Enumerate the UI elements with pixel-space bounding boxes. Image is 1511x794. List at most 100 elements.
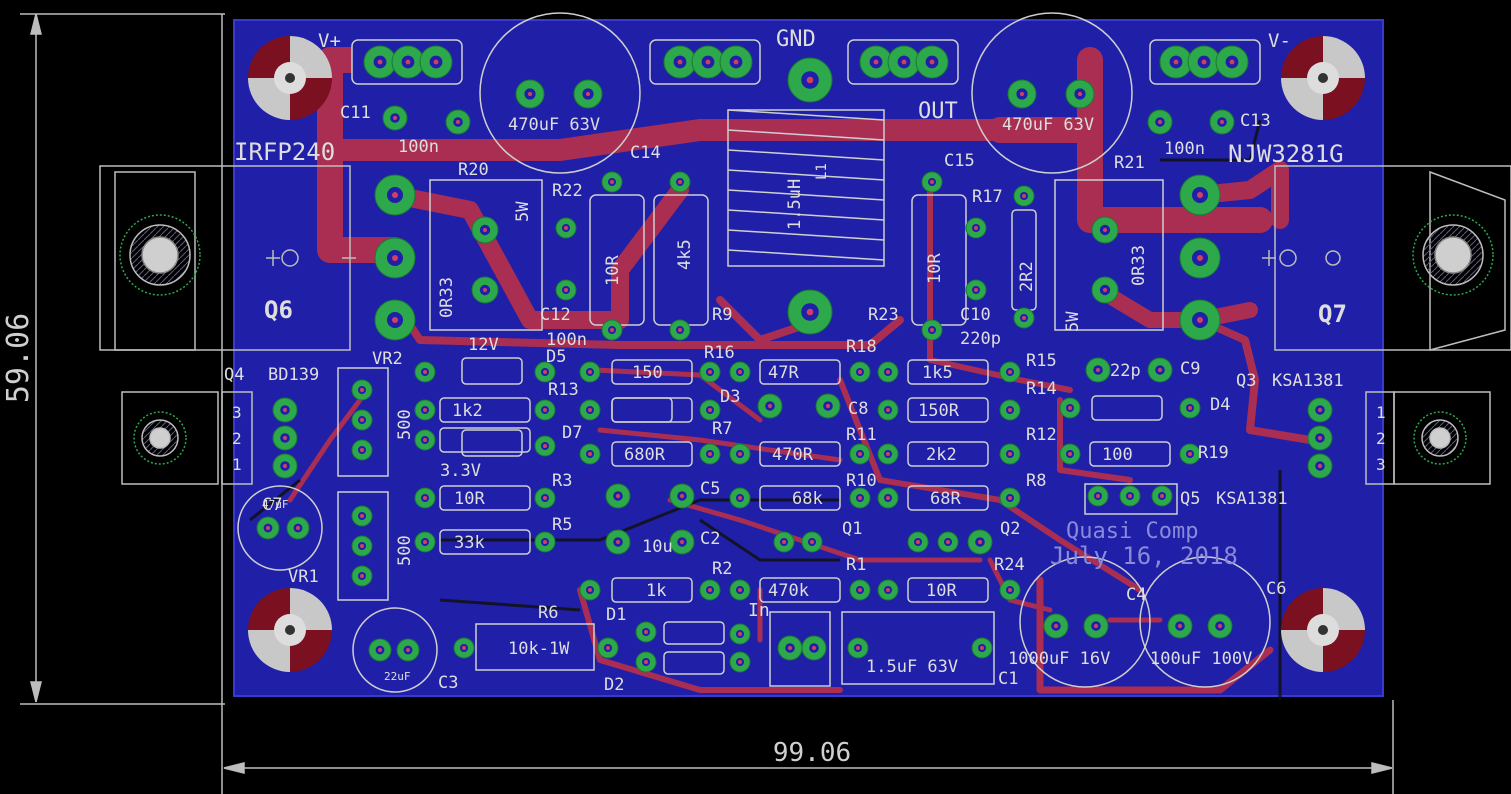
res-value-r9: 4k5 <box>675 239 695 270</box>
q6-part: IRFP240 <box>234 138 335 166</box>
pad <box>999 579 1021 601</box>
pad <box>877 579 899 601</box>
q5-name: Q5 <box>1180 489 1200 509</box>
pad <box>1085 357 1111 383</box>
pad <box>351 535 373 557</box>
res-ref-r22: R22 <box>552 181 583 201</box>
pad <box>729 361 751 383</box>
cap-value-c7: 47uF <box>262 498 289 511</box>
diode-value-d5: 12V <box>468 335 499 355</box>
pad <box>534 399 556 421</box>
pad <box>1187 45 1221 79</box>
pad <box>877 443 899 465</box>
inductor-name: L1 <box>814 163 830 180</box>
cap-ref-c8: C8 <box>848 399 868 419</box>
pad <box>414 531 436 553</box>
cap-ref-c6: C6 <box>1266 579 1286 599</box>
pad <box>787 289 833 335</box>
component-outline <box>759 485 841 511</box>
inductor-l1 <box>727 109 885 267</box>
trimmer-value-vr1: 500 <box>395 535 415 566</box>
pad <box>1119 485 1141 507</box>
res-value-r12: 2k2 <box>926 445 957 465</box>
pad <box>573 79 603 109</box>
pad <box>937 531 959 553</box>
dimension-lines <box>20 13 1394 794</box>
pad <box>699 399 721 421</box>
cap-value-c1: 1.5uF 63V <box>866 657 958 677</box>
pad <box>605 483 631 509</box>
pad <box>669 483 695 509</box>
pad <box>555 217 577 239</box>
res-value-r16: 150 <box>632 363 663 383</box>
pad <box>1147 357 1173 383</box>
cap-ref-c1: C1 <box>998 669 1018 689</box>
pad <box>396 638 420 662</box>
in-label: In <box>748 600 770 621</box>
pad <box>555 279 577 301</box>
pad <box>965 279 987 301</box>
pad <box>1179 443 1201 465</box>
pad <box>351 565 373 587</box>
pad <box>534 487 556 509</box>
pad <box>907 531 929 553</box>
pad <box>374 237 416 279</box>
pad <box>1179 174 1221 216</box>
component-outline <box>759 359 841 385</box>
q3-pin3: 3 <box>1376 455 1386 474</box>
pad <box>414 399 436 421</box>
pad <box>579 579 601 601</box>
pad <box>669 171 691 193</box>
cap-value-c3: 22uF <box>384 670 411 683</box>
cap-value-c15: 470uF 63V <box>1002 115 1094 135</box>
pad <box>635 621 657 643</box>
pad <box>669 529 695 555</box>
pad <box>849 443 871 465</box>
res-value-r13: 1k2 <box>452 401 483 421</box>
component-outline <box>907 359 989 385</box>
pad <box>999 487 1021 509</box>
pad <box>579 361 601 383</box>
res-value-r1: 470k <box>768 581 809 601</box>
pad <box>579 443 601 465</box>
pad <box>1043 613 1069 639</box>
q1-name: Q1 <box>842 519 862 539</box>
pad <box>999 443 1021 465</box>
cap-value-c6: 100uF 100V <box>1150 649 1252 669</box>
pad <box>729 443 751 465</box>
cap-value-c4: 1000uF 16V <box>1008 649 1110 669</box>
pad <box>351 505 373 527</box>
pad <box>374 299 416 341</box>
diode-ref-d2: D2 <box>604 675 624 695</box>
pad <box>699 361 721 383</box>
pad <box>635 651 657 673</box>
res-value-r21: 0R33 <box>1129 245 1149 286</box>
pad <box>729 651 751 673</box>
res-ref-r17: R17 <box>972 187 1003 207</box>
cap-outlines <box>237 12 1271 693</box>
pad <box>1215 45 1249 79</box>
q4-package <box>121 391 253 485</box>
pad <box>1179 299 1221 341</box>
component-outline <box>907 441 989 467</box>
pad <box>757 393 783 419</box>
cap-ref-c13: C13 <box>1240 111 1271 131</box>
res-ref-r13: R13 <box>548 380 579 400</box>
pad <box>445 109 471 135</box>
pad <box>1179 237 1221 279</box>
q3-package <box>1365 391 1491 485</box>
cap-value-c13: 100n <box>1164 139 1205 159</box>
pad <box>921 171 943 193</box>
res-value-r5: 33k <box>454 533 485 553</box>
inductor-value: 1.5uH <box>785 179 805 230</box>
res-value-r8: 68R <box>930 489 961 509</box>
pad <box>272 397 298 423</box>
cap-value-c10: 220p <box>960 329 1001 349</box>
component-outline <box>461 429 523 457</box>
trimmer-ref-vr1: VR1 <box>288 567 319 587</box>
res-ref-r19: R19 <box>1198 443 1229 463</box>
pad <box>777 635 803 661</box>
pad <box>391 45 425 79</box>
diode-ref-d1: D1 <box>606 605 626 625</box>
pad <box>663 45 697 79</box>
